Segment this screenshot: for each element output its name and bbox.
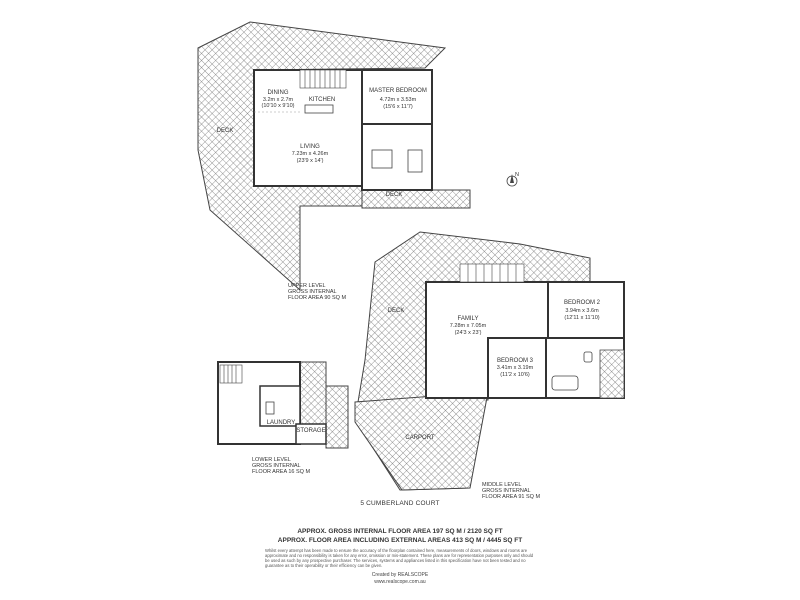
bedroom2-imperial: (12'11 x 11'10): [564, 315, 599, 321]
middle-deck-label: DECK: [388, 308, 405, 314]
bedroom2-label: BEDROOM 2: [564, 300, 601, 306]
living-imperial: (23'9 x 14'): [297, 158, 324, 164]
credit-line: Created by REALSCOPE: [371, 572, 429, 578]
bedroom3-dims: 3.41m x 3.19m: [497, 365, 534, 371]
lower-area-line-2: GROSS INTERNAL: [252, 463, 301, 469]
carport-area: [354, 391, 489, 491]
upper-stairs: [299, 69, 347, 89]
bedroom3-label: BEDROOM 3: [497, 358, 534, 364]
credit-url[interactable]: www.realscope.com.au: [374, 579, 426, 585]
bathroom-hatch: [599, 349, 625, 399]
toilet: [583, 351, 593, 363]
storage-outline: [295, 423, 327, 445]
master-bedroom-imperial: (15'6 x 11'7): [383, 104, 413, 110]
middle-level-plan: BEDROOM 2 3.94m x 3.6m (12'11 x 11'10) F…: [354, 231, 625, 500]
upper-area-line-3: FLOOR AREA 90 SQ M: [288, 295, 346, 301]
bedroom3-outline: [487, 337, 547, 399]
lower-hatch-side: [299, 361, 327, 425]
family-label: FAMILY: [458, 316, 479, 322]
living-dims: 7.23m x 4.26m: [292, 151, 329, 157]
living-label: LIVING: [300, 144, 320, 150]
bathtub: [551, 375, 579, 391]
bedroom2-outline: [547, 281, 625, 339]
dining-imperial: (10'10 x 9'10): [262, 103, 295, 109]
compass-needle: [510, 174, 514, 183]
kitchen-island: [304, 104, 334, 114]
vanity: [407, 149, 423, 173]
external-area-total: APPROX. FLOOR AREA INCLUDING EXTERNAL AR…: [277, 537, 523, 544]
middle-area-line-1: MIDDLE LEVEL: [482, 482, 521, 488]
property-address: 5 CUMBERLAND COURT: [360, 500, 440, 507]
laundry-tub: [265, 401, 275, 415]
upper-deck-label-west: DECK: [217, 128, 234, 134]
upper-deck-label-balcony: DECK: [386, 192, 403, 198]
lower-hatch-deck: [325, 385, 349, 449]
middle-area-line-3: FLOOR AREA 91 SQ M: [482, 494, 540, 500]
lower-level-plan: LAUNDRY STORAGE LOWER LEVEL GROSS INTERN…: [217, 361, 349, 475]
upper-area-line-2: GROSS INTERNAL: [288, 289, 337, 295]
compass: N: [506, 172, 519, 187]
middle-area-line-2: GROSS INTERNAL: [482, 488, 531, 494]
laundry-label: LAUNDRY: [267, 420, 296, 426]
lower-area-line-3: FLOOR AREA 16 SQ M: [252, 469, 310, 475]
upper-balcony-deck: [361, 189, 471, 209]
lower-area-line-1: LOWER LEVEL: [252, 457, 291, 463]
kitchen-label: KITCHEN: [309, 97, 335, 103]
dining-label: DINING: [268, 90, 289, 96]
upper-level-plan: DINING 3.2m x 2.7m (10'10 x 9'10) KITCHE…: [197, 21, 471, 301]
middle-stairs: [459, 263, 525, 283]
master-bedroom-dims: 4.72m x 3.53m: [380, 97, 417, 103]
shower: [371, 149, 393, 169]
dining-dims: 3.2m x 2.7m: [263, 97, 294, 103]
lower-stairs: [219, 364, 243, 384]
family-imperial: (24'3 x 23'): [455, 330, 482, 336]
disclaimer-text: Whilst every attempt has been made to en…: [265, 548, 534, 568]
compass-letter: N: [515, 172, 519, 178]
family-dims: 7.28m x 7.05m: [450, 323, 487, 329]
bedroom2-dims: 3.94m x 3.6m: [565, 308, 599, 314]
gross-internal-area-total: APPROX. GROSS INTERNAL FLOOR AREA 197 SQ…: [297, 528, 503, 535]
master-bedroom-label: MASTER BEDROOM: [369, 88, 427, 94]
upper-interior: [253, 69, 365, 187]
upper-area-line-1: UPPER LEVEL: [288, 283, 326, 289]
carport-label: CARPORT: [405, 435, 435, 441]
bedroom3-imperial: (11'2 x 10'6): [500, 372, 530, 378]
storage-label: STORAGE: [296, 428, 325, 434]
